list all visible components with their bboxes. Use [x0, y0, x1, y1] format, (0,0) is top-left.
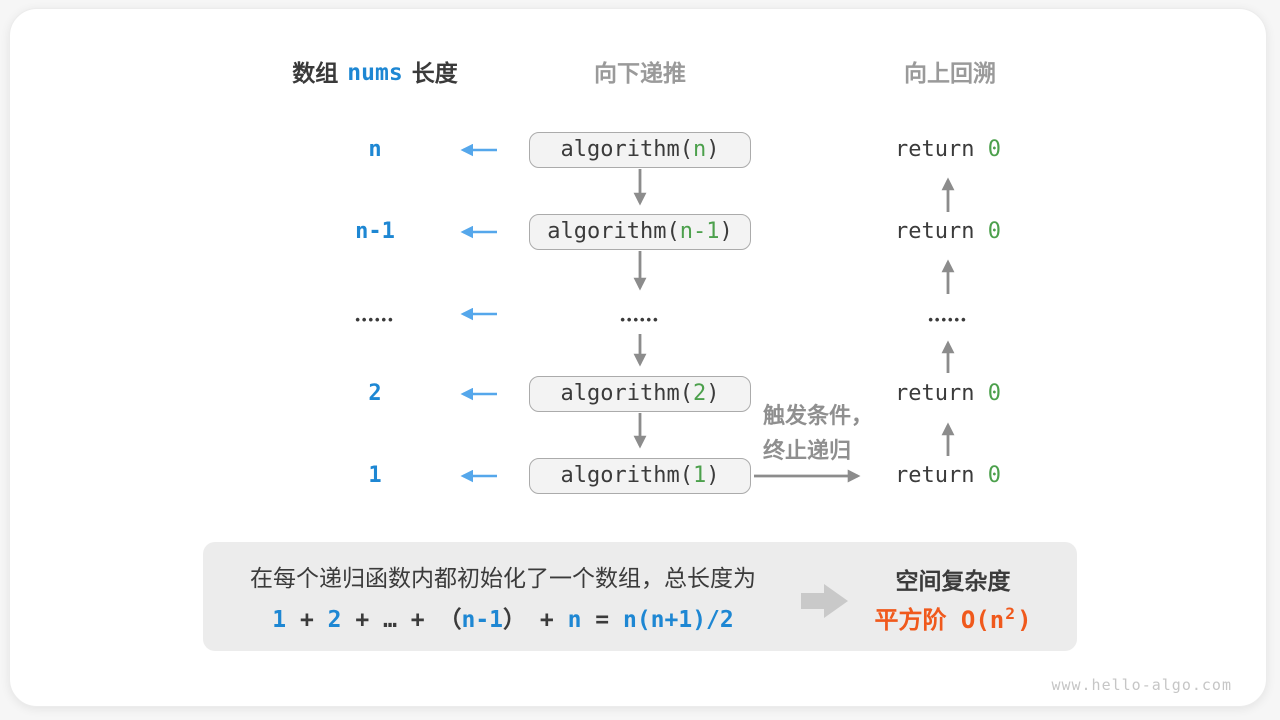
summary-box: 在每个递归函数内都初始化了一个数组，总长度为 1 + 2 + … + （n-1）… [203, 542, 1077, 651]
return-keyword: return [895, 381, 988, 406]
column-header-array-length: 数组 nums 长度 [255, 58, 495, 88]
termination-note-line1: 触发条件， [763, 403, 874, 428]
summary-formula: 1 + 2 + … + （n-1） + n = n(n+1)/2 [272, 607, 734, 633]
call-suffix: ) [719, 219, 733, 244]
complexity-prefix: 平方阶 O(n [874, 606, 1005, 634]
call-suffix: ) [706, 463, 720, 488]
space-complexity-title: 空间复杂度 [895, 568, 1011, 594]
call-arg: n-1 [679, 219, 720, 244]
call-box-row1: algorithm(n) [529, 132, 751, 168]
return-label-row5: return 0 [878, 461, 1018, 491]
length-value-row5: 1 [368, 463, 382, 488]
call-arg: 2 [692, 381, 707, 406]
nums-code-label: nums [347, 60, 403, 86]
right-block-arrow-icon [801, 584, 848, 618]
termination-note-line2: 终止递归 [763, 438, 852, 463]
return-keyword: return [895, 219, 988, 244]
call-box-row5: algorithm(1) [529, 458, 751, 494]
return-label-row1: return 0 [878, 135, 1018, 165]
complexity-suffix: ) [1017, 606, 1032, 634]
length-label: 长度 [411, 60, 458, 86]
call-suffix: ) [706, 381, 720, 406]
call-box-row2: algorithm(n-1) [529, 214, 751, 250]
call-arg: 1 [692, 463, 707, 488]
return-value: 0 [987, 463, 1001, 488]
return-label-row2: return 0 [878, 217, 1018, 247]
call-prefix: algorithm( [547, 219, 680, 244]
column-header-recurse-down: 向下递推 [594, 60, 686, 86]
call-prefix: algorithm( [560, 137, 693, 162]
return-value: 0 [987, 219, 1001, 244]
array-label: 数组 [292, 60, 339, 86]
call-prefix: algorithm( [560, 381, 693, 406]
space-complexity-value: 平方阶 O(n2) [843, 600, 1063, 635]
complexity-exponent: 2 [1005, 604, 1016, 623]
return-label-row4: return 0 [878, 379, 1018, 409]
return-keyword: return [895, 463, 988, 488]
length-ellipsis: •••••• [355, 312, 395, 327]
return-value: 0 [987, 137, 1001, 162]
call-suffix: ) [706, 137, 720, 162]
length-value-row4: 2 [368, 381, 382, 406]
call-prefix: algorithm( [560, 463, 693, 488]
watermark: www.hello-algo.com [1051, 676, 1232, 694]
return-keyword: return [895, 137, 988, 162]
call-box-row4: algorithm(2) [529, 376, 751, 412]
length-value-row1: n [368, 137, 382, 162]
length-value-row2: n-1 [355, 219, 395, 244]
return-value: 0 [987, 381, 1001, 406]
summary-text: 在每个递归函数内都初始化了一个数组，总长度为 [250, 565, 756, 591]
call-ellipsis: •••••• [620, 312, 660, 327]
column-header-backtrack-up: 向上回溯 [904, 60, 996, 86]
call-arg: n [692, 137, 707, 162]
return-ellipsis: •••••• [928, 312, 968, 327]
